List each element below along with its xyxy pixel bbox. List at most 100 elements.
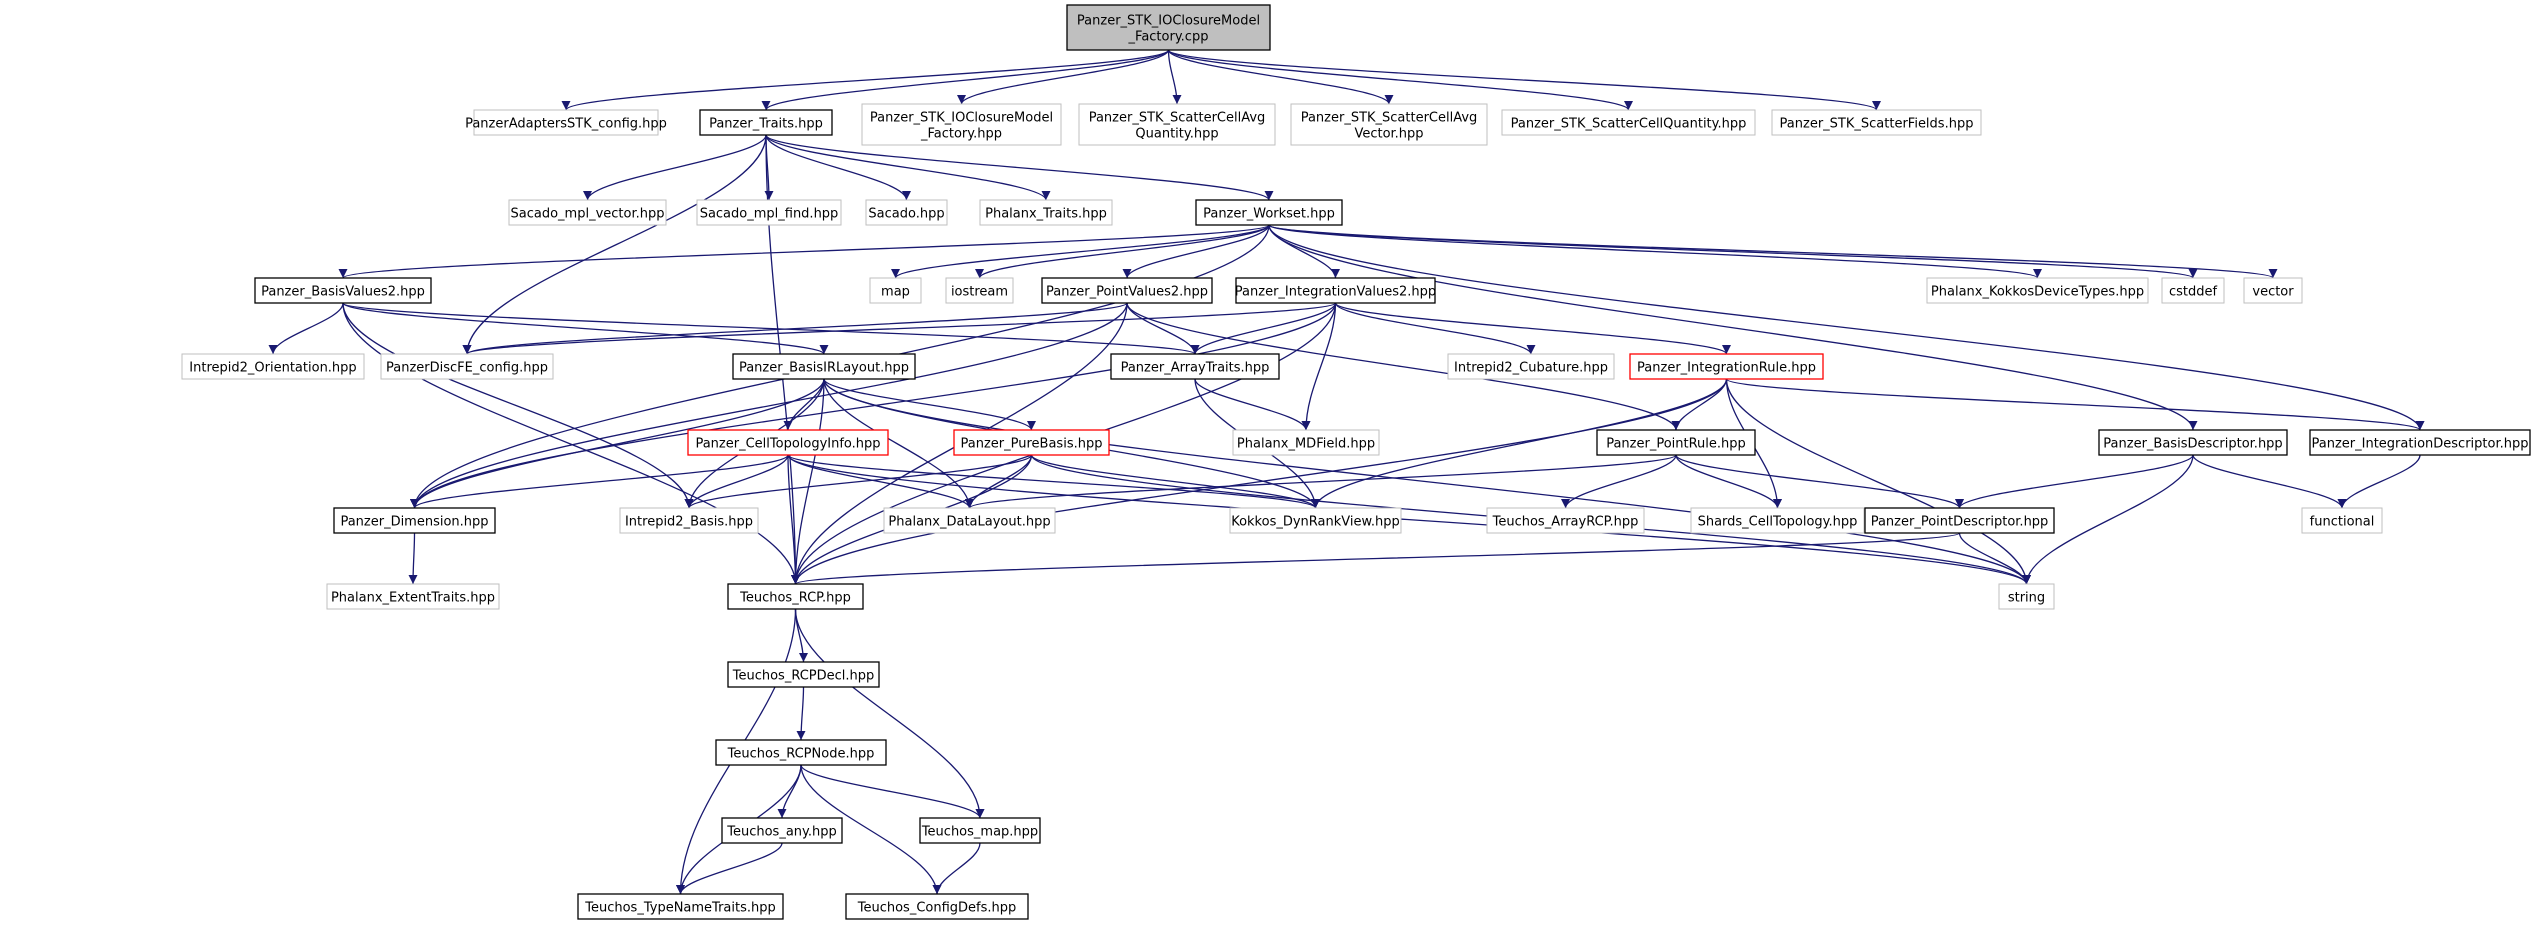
node-box-extent_traits[interactable] xyxy=(326,583,500,610)
node-box-sacado[interactable] xyxy=(865,199,948,226)
node-box-intrepid2_orientation[interactable] xyxy=(181,353,365,380)
node-point_descriptor[interactable]: Panzer_PointDescriptor.hpp xyxy=(1864,507,2055,534)
node-box-data_layout[interactable] xyxy=(883,507,1056,534)
node-scatter_cell_qty[interactable]: Panzer_STK_ScatterCellQuantity.hpp xyxy=(1501,109,1756,136)
node-intrepid2_cubature[interactable]: Intrepid2_Cubature.hpp xyxy=(1447,353,1615,380)
node-teuchos_map[interactable]: Teuchos_map.hpp xyxy=(919,817,1041,844)
node-box-pure_basis[interactable] xyxy=(953,429,1110,456)
node-box-array_rcp[interactable] xyxy=(1486,507,1645,534)
node-box-root[interactable] xyxy=(1066,4,1271,51)
node-box-scatter_fields[interactable] xyxy=(1771,109,1982,136)
node-adapters_cfg[interactable]: PanzerAdaptersSTK_config.hpp xyxy=(465,109,667,136)
node-box-integration_values2[interactable] xyxy=(1235,277,1436,304)
node-box-functional[interactable] xyxy=(2301,507,2383,534)
node-basis_ir_layout[interactable]: Panzer_BasisIRLayout.hpp xyxy=(732,353,916,380)
node-config_defs[interactable]: Teuchos_ConfigDefs.hpp xyxy=(845,893,1029,920)
node-box-rcp_node[interactable] xyxy=(715,739,887,766)
node-dimension[interactable]: Panzer_Dimension.hpp xyxy=(333,507,496,534)
node-rcp_decl[interactable]: Teuchos_RCPDecl.hpp xyxy=(727,661,880,688)
node-intrepid2_orientation[interactable]: Intrepid2_Orientation.hpp xyxy=(181,353,365,380)
node-box-kokkos_device_types[interactable] xyxy=(1926,277,2149,304)
node-box-cstddef[interactable] xyxy=(2161,277,2225,304)
node-any[interactable]: Teuchos_any.hpp xyxy=(721,817,843,844)
node-io_factory_hpp[interactable]: Panzer_STK_IOClosureModel_Factory.hpp xyxy=(861,103,1062,146)
node-iostream[interactable]: iostream xyxy=(945,277,1014,304)
node-box-mpl_vector[interactable] xyxy=(508,199,667,226)
node-array_rcp[interactable]: Teuchos_ArrayRCP.hpp xyxy=(1486,507,1645,534)
node-box-basis_descriptor[interactable] xyxy=(2098,429,2288,456)
node-map[interactable]: map xyxy=(869,277,922,304)
node-md_field[interactable]: Phalanx_MDField.hpp xyxy=(1232,429,1380,456)
node-mpl_vector[interactable]: Sacado_mpl_vector.hpp xyxy=(508,199,667,226)
node-box-integration_rule[interactable] xyxy=(1629,353,1824,380)
node-cstddef[interactable]: cstddef xyxy=(2161,277,2225,304)
node-box-intrepid2_basis[interactable] xyxy=(619,507,759,534)
node-box-dyn_rank_view[interactable] xyxy=(1229,507,1402,534)
node-box-intrepid2_cubature[interactable] xyxy=(1447,353,1615,380)
node-traits[interactable]: Panzer_Traits.hpp xyxy=(699,109,833,136)
node-box-point_values2[interactable] xyxy=(1041,277,1213,304)
node-extent_traits[interactable]: Phalanx_ExtentTraits.hpp xyxy=(326,583,500,610)
node-integration_rule[interactable]: Panzer_IntegrationRule.hpp xyxy=(1629,353,1824,380)
node-box-any[interactable] xyxy=(721,817,843,844)
node-box-traits[interactable] xyxy=(699,109,833,136)
node-phalanx_traits[interactable]: Phalanx_Traits.hpp xyxy=(979,199,1113,226)
node-rcp[interactable]: Teuchos_RCP.hpp xyxy=(727,583,864,610)
node-mpl_find[interactable]: Sacado_mpl_find.hpp xyxy=(696,199,842,226)
node-box-point_rule[interactable] xyxy=(1596,429,1756,456)
node-box-array_traits[interactable] xyxy=(1110,353,1280,380)
node-integration_descriptor[interactable]: Panzer_IntegrationDescriptor.hpp xyxy=(2309,429,2531,456)
node-functional[interactable]: functional xyxy=(2301,507,2383,534)
node-box-config_defs[interactable] xyxy=(845,893,1029,920)
node-box-scatter_avg_vec[interactable] xyxy=(1290,103,1488,146)
node-pure_basis[interactable]: Panzer_PureBasis.hpp xyxy=(953,429,1110,456)
node-dyn_rank_view[interactable]: Kokkos_DynRankView.hpp xyxy=(1229,507,1402,534)
node-vector[interactable]: vector xyxy=(2243,277,2303,304)
node-box-rcp_decl[interactable] xyxy=(727,661,880,688)
node-box-io_factory_hpp[interactable] xyxy=(861,103,1062,146)
node-box-point_descriptor[interactable] xyxy=(1864,507,2055,534)
node-box-vector[interactable] xyxy=(2243,277,2303,304)
node-discfe_cfg[interactable]: PanzerDiscFE_config.hpp xyxy=(380,353,554,380)
node-box-scatter_cell_qty[interactable] xyxy=(1501,109,1756,136)
node-box-workset[interactable] xyxy=(1195,199,1343,226)
node-box-mpl_find[interactable] xyxy=(696,199,842,226)
node-shards_topology[interactable]: Shards_CellTopology.hpp xyxy=(1690,507,1865,534)
node-type_name_traits[interactable]: Teuchos_TypeNameTraits.hpp xyxy=(577,893,784,920)
node-box-integration_descriptor[interactable] xyxy=(2309,429,2531,456)
node-cell_topology_info[interactable]: Panzer_CellTopologyInfo.hpp xyxy=(687,429,889,456)
node-kokkos_device_types[interactable]: Phalanx_KokkosDeviceTypes.hpp xyxy=(1926,277,2149,304)
node-box-adapters_cfg[interactable] xyxy=(473,109,659,136)
node-box-scatter_avg_qty[interactable] xyxy=(1078,103,1276,146)
node-box-rcp[interactable] xyxy=(727,583,864,610)
node-box-iostream[interactable] xyxy=(945,277,1014,304)
node-data_layout[interactable]: Phalanx_DataLayout.hpp xyxy=(883,507,1056,534)
node-box-md_field[interactable] xyxy=(1232,429,1380,456)
node-box-type_name_traits[interactable] xyxy=(577,893,784,920)
node-box-shards_topology[interactable] xyxy=(1690,507,1865,534)
node-basis_descriptor[interactable]: Panzer_BasisDescriptor.hpp xyxy=(2098,429,2288,456)
node-scatter_fields[interactable]: Panzer_STK_ScatterFields.hpp xyxy=(1771,109,1982,136)
node-box-discfe_cfg[interactable] xyxy=(380,353,554,380)
node-point_rule[interactable]: Panzer_PointRule.hpp xyxy=(1596,429,1756,456)
node-rcp_node[interactable]: Teuchos_RCPNode.hpp xyxy=(715,739,887,766)
node-box-string[interactable] xyxy=(1998,583,2055,610)
node-box-phalanx_traits[interactable] xyxy=(979,199,1113,226)
node-intrepid2_basis[interactable]: Intrepid2_Basis.hpp xyxy=(619,507,759,534)
node-string[interactable]: string xyxy=(1998,583,2055,610)
node-workset[interactable]: Panzer_Workset.hpp xyxy=(1195,199,1343,226)
node-box-dimension[interactable] xyxy=(333,507,496,534)
node-box-map[interactable] xyxy=(869,277,922,304)
node-box-cell_topology_info[interactable] xyxy=(687,429,889,456)
node-array_traits[interactable]: Panzer_ArrayTraits.hpp xyxy=(1110,353,1280,380)
node-point_values2[interactable]: Panzer_PointValues2.hpp xyxy=(1041,277,1213,304)
node-box-basis_ir_layout[interactable] xyxy=(732,353,916,380)
node-basis_values2[interactable]: Panzer_BasisValues2.hpp xyxy=(254,277,432,304)
node-integration_values2[interactable]: Panzer_IntegrationValues2.hpp xyxy=(1235,277,1436,304)
node-box-basis_values2[interactable] xyxy=(254,277,432,304)
node-box-teuchos_map[interactable] xyxy=(919,817,1041,844)
node-root[interactable]: Panzer_STK_IOClosureModel_Factory.cpp xyxy=(1066,4,1271,51)
node-sacado[interactable]: Sacado.hpp xyxy=(865,199,948,226)
